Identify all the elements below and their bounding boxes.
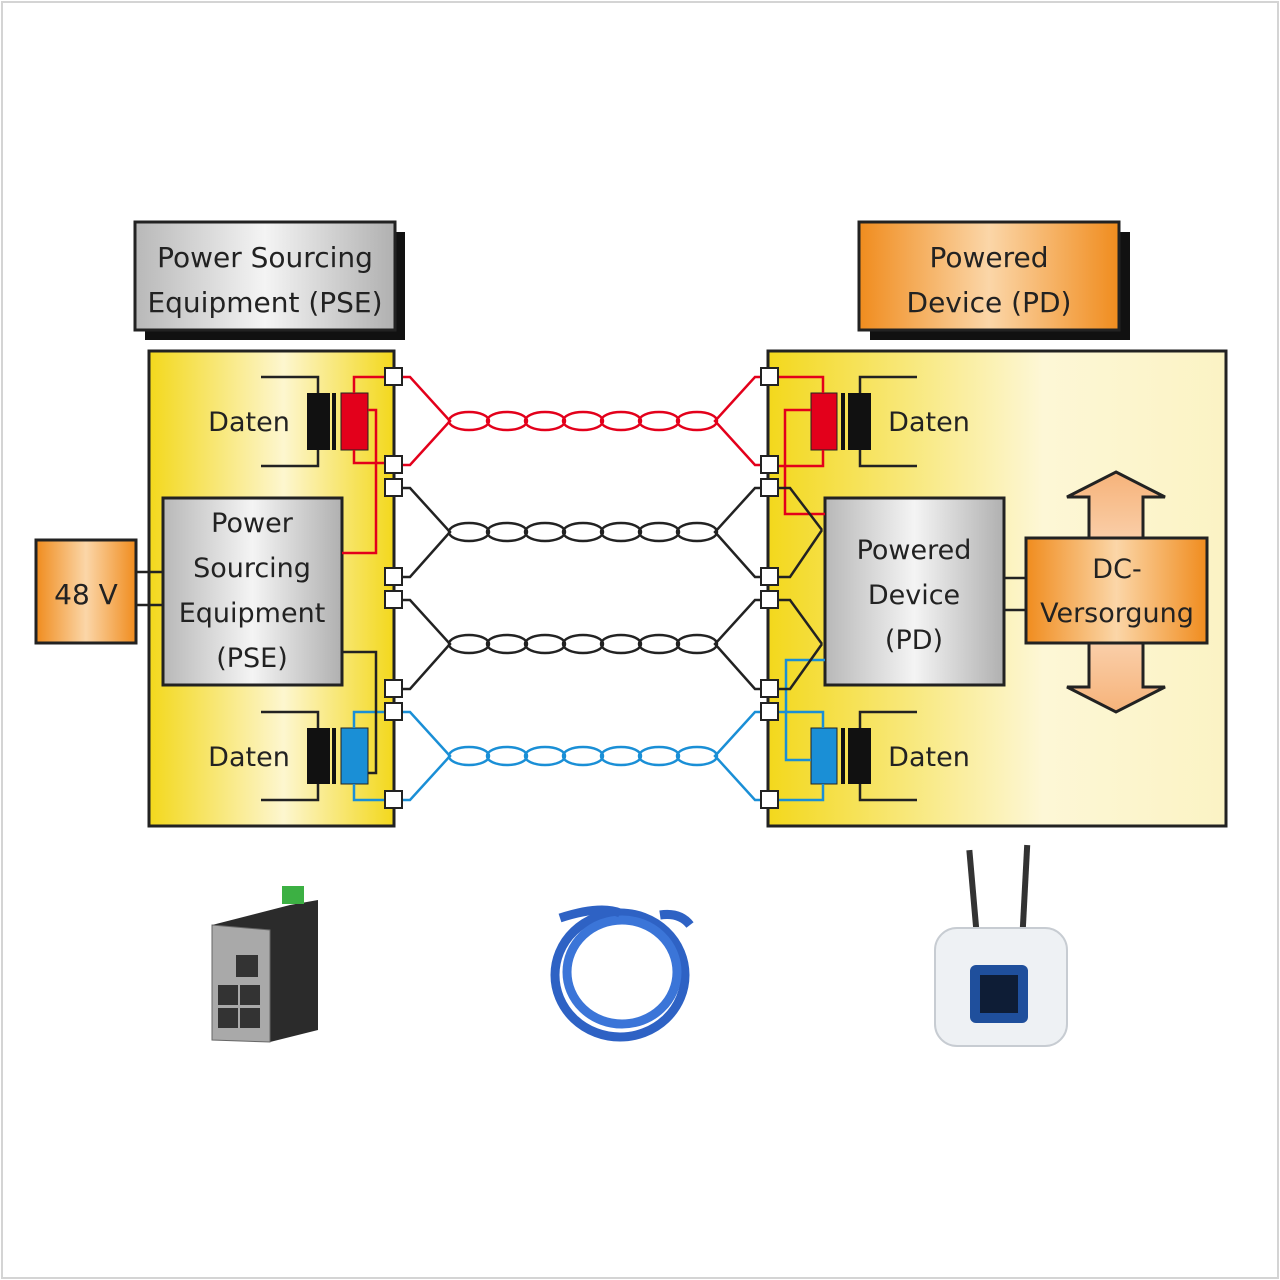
pse-block: Power Sourcing Equipment (PSE) — [161, 496, 344, 687]
connector-terminal — [760, 590, 779, 609]
twist-loop — [637, 521, 681, 543]
dc-supply: DC- Versorgung — [1024, 470, 1209, 714]
twist-loop — [637, 410, 681, 432]
data-label-pse-top: Daten — [208, 407, 290, 438]
connector-terminal — [384, 455, 403, 474]
connector-terminal — [384, 567, 403, 586]
pd-block-line1: Powered — [857, 535, 972, 566]
twist-loop — [599, 745, 643, 767]
twist-loop — [675, 745, 719, 767]
connector-terminal — [760, 478, 779, 497]
pd-title-line1: Powered — [929, 241, 1048, 274]
voltage-source: 48 V — [34, 538, 163, 645]
connector-terminal — [760, 702, 779, 721]
twist-loop — [561, 410, 605, 432]
dc-supply-line1: DC- — [1092, 554, 1141, 585]
pse-block-line3: Equipment — [179, 598, 326, 629]
twist-loop — [523, 521, 567, 543]
pd-block: Powered Device (PD) — [823, 496, 1026, 687]
pse-title-box: Power Sourcing Equipment (PSE) — [133, 220, 405, 340]
connector-terminal — [384, 478, 403, 497]
twist-loop — [675, 410, 719, 432]
twist-loop — [637, 745, 681, 767]
connector-terminal — [384, 590, 403, 609]
pd-title-line2: Device (PD) — [907, 286, 1072, 319]
dc-supply-line2: Versorgung — [1040, 598, 1194, 629]
connector-terminal — [384, 367, 403, 386]
twist-loop — [637, 633, 681, 655]
twist-loop — [523, 410, 567, 432]
connector-terminal — [384, 679, 403, 698]
twist-loop — [447, 745, 491, 767]
twist-loop — [561, 745, 605, 767]
connector-terminal — [384, 790, 403, 809]
connector-terminal — [384, 702, 403, 721]
twist-loop — [485, 745, 529, 767]
data-label-pse-bottom: Daten — [208, 742, 290, 773]
twist-loop — [599, 521, 643, 543]
twist-loop — [523, 745, 567, 767]
pse-block-line1: Power — [211, 508, 294, 539]
twist-loop — [447, 633, 491, 655]
pse-title-line2: Equipment (PSE) — [147, 286, 382, 319]
twist-loop — [675, 633, 719, 655]
twist-loop — [485, 410, 529, 432]
twist-loop — [561, 633, 605, 655]
pse-block-line2: Sourcing — [193, 553, 311, 584]
twist-loop — [599, 633, 643, 655]
twist-loop — [561, 521, 605, 543]
data-label-pd-bottom: Daten — [888, 742, 970, 773]
twist-loop — [523, 633, 567, 655]
twisted-pairs — [384, 367, 779, 809]
twist-loop — [447, 410, 491, 432]
pse-title-line1: Power Sourcing — [157, 241, 373, 274]
connector-terminal — [760, 790, 779, 809]
voltage-label: 48 V — [54, 578, 118, 611]
twist-loop — [485, 521, 529, 543]
twist-loop — [485, 633, 529, 655]
access-point-image — [934, 844, 1068, 1047]
connector-terminal — [760, 455, 779, 474]
pse-block-line4: (PSE) — [216, 643, 288, 674]
data-label-pd-top: Daten — [888, 407, 970, 438]
internal-wiring — [342, 375, 825, 802]
pd-block-line2: Device — [868, 580, 960, 611]
twist-loop — [599, 410, 643, 432]
connector-terminal — [760, 367, 779, 386]
transformers: Daten Daten Daten Daten — [208, 375, 970, 802]
twist-loop — [447, 521, 491, 543]
twist-loop — [675, 521, 719, 543]
ethernet-cable-image — [550, 905, 694, 1042]
connector-terminal — [760, 567, 779, 586]
pd-block-line3: (PD) — [885, 625, 943, 656]
pd-title-box: Powered Device (PD) — [857, 220, 1130, 340]
industrial-switch-image — [211, 886, 318, 1043]
connector-terminal — [760, 679, 779, 698]
